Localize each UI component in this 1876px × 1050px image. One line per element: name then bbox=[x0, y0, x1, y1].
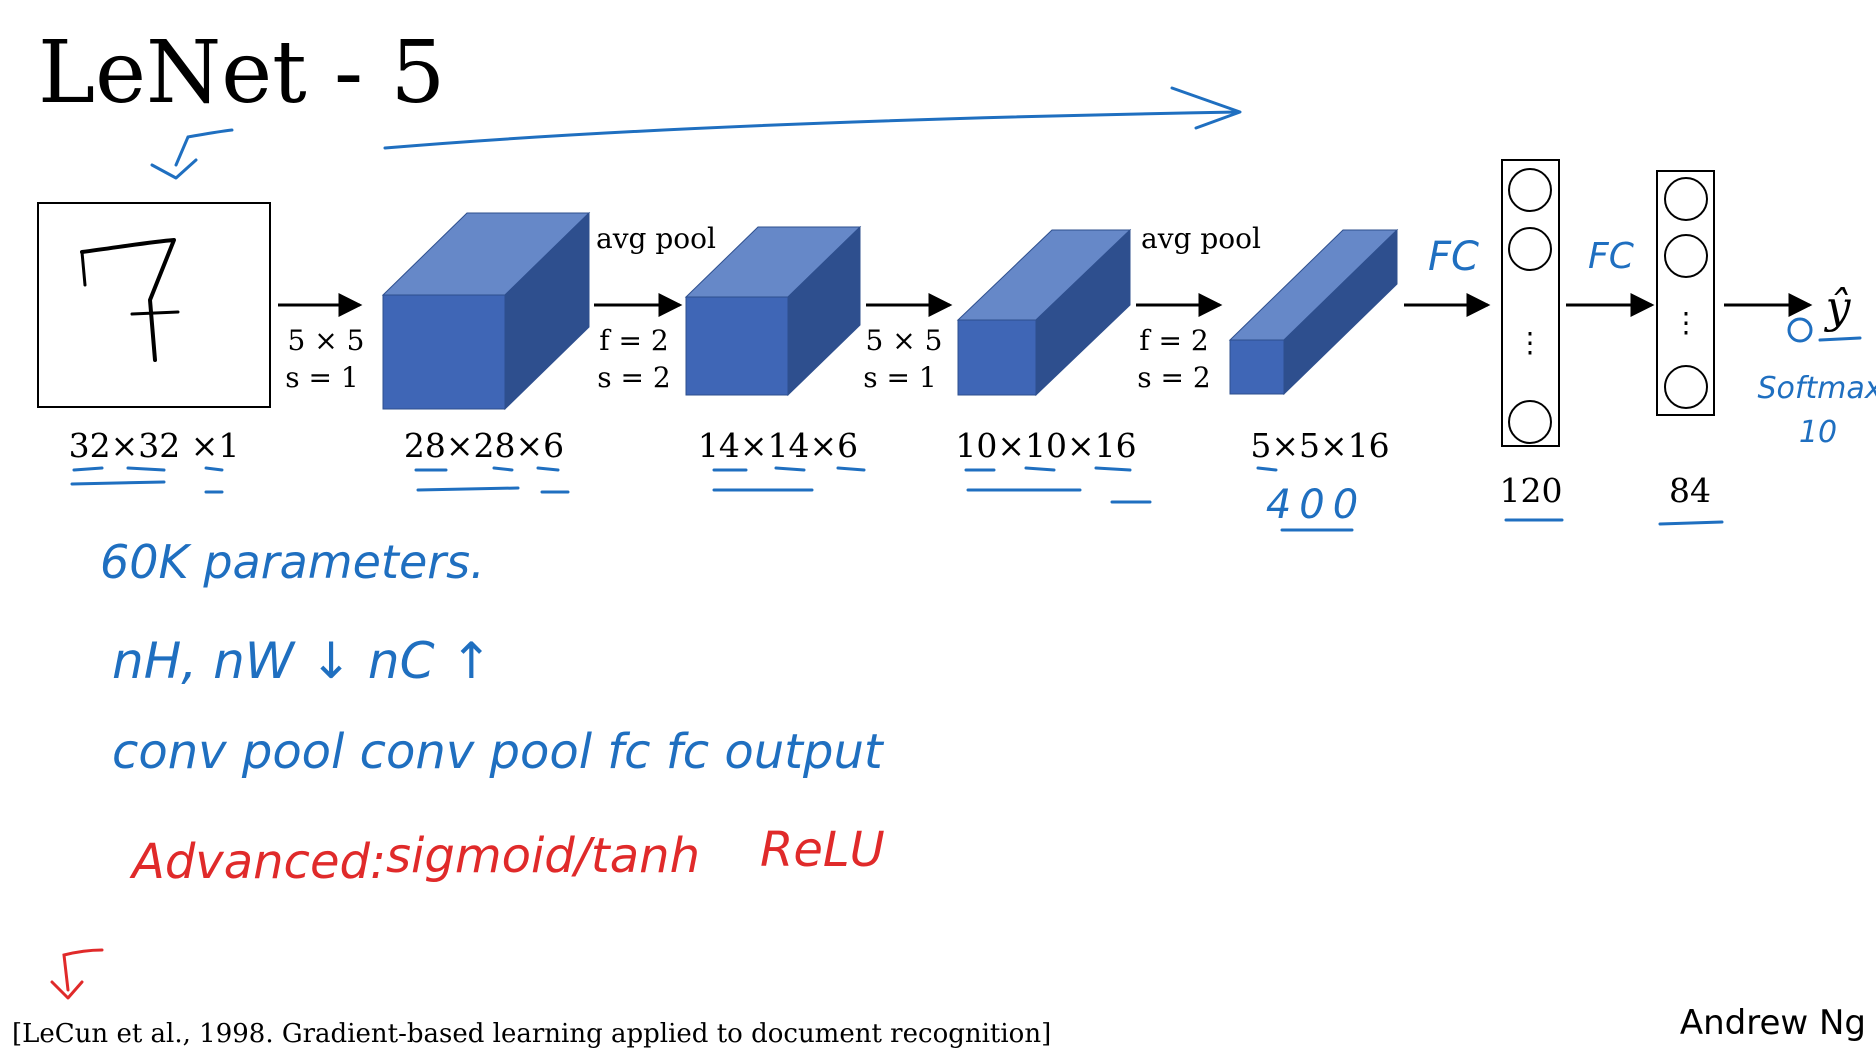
output-underline bbox=[1818, 336, 1862, 342]
annotation-arrow-input-head bbox=[150, 158, 198, 180]
neuron bbox=[1508, 227, 1552, 271]
op1-line1: 5 × 5 bbox=[288, 324, 365, 357]
fc-layer-84: ⋮ bbox=[1656, 170, 1715, 416]
input-image-box bbox=[37, 202, 271, 408]
layer3-size-label: 10×10×16 bbox=[955, 426, 1136, 465]
digit-seven-crossbar bbox=[130, 310, 180, 316]
neuron bbox=[1664, 177, 1708, 221]
volume-1-front-face bbox=[382, 294, 506, 410]
op4-line1: f = 2 bbox=[1139, 324, 1208, 357]
output-yhat: ŷ bbox=[1824, 282, 1852, 333]
note-dims: nH, nW ↓ nC ↑ bbox=[112, 632, 492, 690]
neuron bbox=[1508, 400, 1552, 444]
layer1-size-label: 28×28×6 bbox=[404, 426, 564, 465]
handwritten-underlines bbox=[70, 466, 1724, 532]
note-sequence: conv pool conv pool fc fc output bbox=[112, 724, 885, 780]
note-advanced: Advanced: bbox=[129, 834, 386, 890]
author-credit: Andrew Ng bbox=[1680, 1003, 1866, 1043]
annotation-arrow-input bbox=[174, 128, 234, 167]
note-softmax-10: 10 bbox=[1799, 415, 1837, 450]
note-fc1: FC bbox=[1428, 234, 1479, 280]
note-softmax: Softmax bbox=[1757, 371, 1876, 406]
note-400: 400 bbox=[1266, 482, 1366, 528]
neuron bbox=[1508, 168, 1552, 212]
input-size-label: 32×32 ×1 bbox=[69, 426, 240, 465]
annotation-arrow-long bbox=[383, 110, 1240, 150]
annotation-arrow-citation-head bbox=[50, 980, 84, 1000]
note-fc2: FC bbox=[1588, 236, 1635, 277]
fc120-ellipsis: ⋮ bbox=[1516, 326, 1544, 359]
op3-line1: 5 × 5 bbox=[866, 324, 943, 357]
digit-seven-serif bbox=[80, 250, 87, 287]
layer2-size-label: 14×14×6 bbox=[698, 426, 858, 465]
fc120-size-label: 120 bbox=[1500, 471, 1563, 510]
fc84-ellipsis: ⋮ bbox=[1672, 306, 1700, 339]
citation: [LeCun et al., 1998. Gradient-based lear… bbox=[12, 1019, 1051, 1049]
op4-top: avg pool bbox=[1141, 222, 1261, 255]
annotation-arrow-citation bbox=[62, 948, 104, 992]
annotation-arrowhead bbox=[1170, 86, 1242, 130]
volume-4-front-face bbox=[1229, 339, 1285, 395]
layer4-size-label: 5×5×16 bbox=[1250, 426, 1389, 465]
neuron bbox=[1664, 365, 1708, 409]
note-relu: ReLU bbox=[760, 822, 885, 878]
page-title: LeNet - 5 bbox=[38, 23, 445, 123]
op2-line1: f = 2 bbox=[599, 324, 668, 357]
op1-line2: s = 1 bbox=[285, 361, 358, 394]
volume-2-front-face bbox=[685, 296, 789, 396]
fc84-size-label: 84 bbox=[1669, 471, 1711, 510]
note-sigmoid: sigmoid/tanh bbox=[386, 828, 700, 884]
op2-line2: s = 2 bbox=[597, 361, 670, 394]
op3-line2: s = 1 bbox=[863, 361, 936, 394]
digit-seven-drawing bbox=[80, 238, 176, 362]
fc-layer-120: ⋮ bbox=[1501, 159, 1560, 447]
volume-3-front-face bbox=[957, 319, 1037, 396]
volume-layers bbox=[381, 211, 1399, 411]
note-params: 60K parameters. bbox=[100, 535, 485, 589]
op2-top: avg pool bbox=[596, 222, 716, 255]
output-circle-annotation bbox=[1787, 317, 1813, 343]
op4-line2: s = 2 bbox=[1137, 361, 1210, 394]
neuron bbox=[1664, 234, 1708, 278]
